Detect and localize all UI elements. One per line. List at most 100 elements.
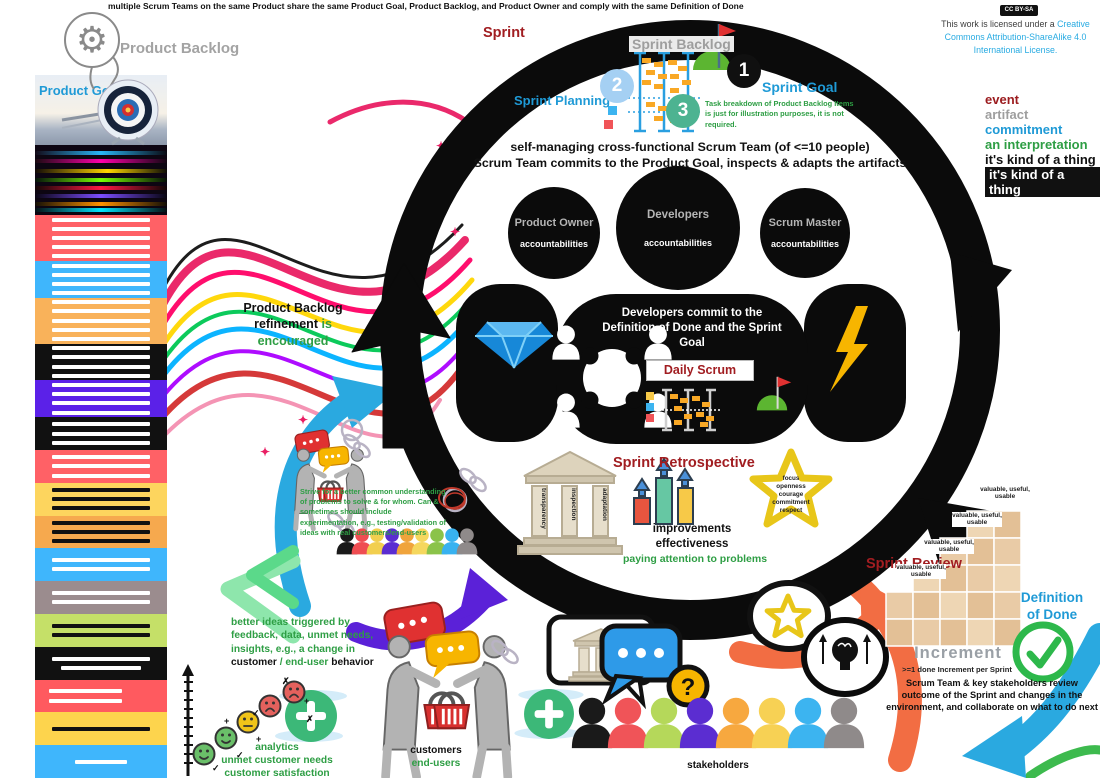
developers-commitment: Developers commit to the Definition of D…	[602, 307, 782, 349]
product-goal-target-icon	[61, 79, 159, 146]
scrum-master-circle: Scrum Master accountabilities	[760, 188, 850, 278]
gem-icon	[475, 321, 553, 369]
svg-text:+: +	[304, 696, 309, 706]
head-gear-icon: ⚙	[64, 12, 120, 91]
step-2-badge: 2	[600, 69, 634, 103]
daily-scrum-label: Daily Scrum	[646, 360, 754, 381]
legend-kind-inverse: it's kind of a thing	[985, 167, 1100, 197]
plus-icon	[275, 690, 347, 742]
right-shoulders-silhouette	[804, 284, 906, 442]
product-owner-circle: Product Owner accountabilities	[508, 187, 600, 279]
sprint-label: Sprint	[483, 25, 525, 41]
task-note: Task breakdown of Product Backlog Items …	[705, 99, 854, 129]
sprint-planning-label: Sprint Planning	[514, 93, 611, 108]
developers-circle: Developers accountabilities	[616, 166, 740, 290]
backlog-item	[35, 745, 167, 778]
backlog-item	[35, 215, 167, 261]
svg-text:✦: ✦	[450, 225, 460, 239]
daily-scrum-board	[646, 388, 722, 432]
backlog-item	[35, 712, 167, 746]
backlog-item	[35, 380, 167, 418]
pillar-labels: transparency inspection adaptation	[540, 488, 608, 529]
product-backlog-label: Product Backlog	[120, 40, 240, 57]
increment-label: Increment	[914, 644, 1002, 662]
legend-interpretation: an interpretation	[985, 137, 1088, 152]
backlog-item	[35, 449, 167, 483]
question-speech-bubble: ?	[599, 623, 710, 708]
svg-text:focus: focus	[783, 475, 800, 482]
analytics-chart-icon: ✓ ✓ + ✓ + ✗ + ✗	[182, 664, 314, 776]
svg-text:✓: ✓	[212, 763, 220, 773]
svg-text:✓: ✓	[252, 708, 260, 718]
question-mark: ?	[681, 674, 696, 701]
purple-arrowhead	[458, 568, 508, 620]
analytics-note: analytics unmet customer needs customer …	[221, 742, 333, 778]
lightning-icon	[830, 306, 868, 392]
svg-text:✗: ✗	[306, 714, 314, 724]
increment-block-label: valuable, useful, usable	[952, 512, 1002, 527]
customers-label: customers end-users	[410, 745, 462, 770]
license-prefix: This work is licensed under a	[941, 19, 1058, 29]
svg-text:commitment: commitment	[772, 499, 810, 506]
scrum-values-star: focus openness courage commitment respec…	[753, 452, 829, 524]
svg-text:inspection: inspection	[570, 488, 577, 521]
license-link[interactable]: Creative Commons Attribution-ShareAlike …	[944, 19, 1090, 55]
backlog-item	[35, 548, 167, 582]
svg-text:openness: openness	[776, 483, 806, 490]
legend: event artifact commitment an interpretat…	[985, 92, 1100, 197]
blue-arrowhead	[332, 376, 398, 428]
svg-text:adaptation: adaptation	[601, 488, 608, 521]
backlog-item	[35, 646, 167, 680]
svg-text:✓: ✓	[236, 750, 244, 760]
ring-arrowhead-right	[950, 252, 1012, 332]
svg-text:transparency: transparency	[540, 488, 547, 529]
backlog-item	[35, 260, 167, 298]
backlog-item	[35, 417, 167, 450]
svg-text:courage: courage	[779, 491, 804, 498]
backlog-item	[35, 679, 167, 713]
svg-text:✦: ✦	[260, 445, 270, 459]
refinement-note: Product Backlog refinement is encouraged	[243, 301, 343, 348]
temple-icon	[517, 450, 623, 555]
svg-text:✗: ✗	[282, 676, 290, 686]
backlog-item	[35, 297, 167, 344]
backlog-item	[35, 482, 167, 516]
sprint-backlog-label: Sprint Backlog	[629, 36, 734, 52]
scrum-team-heading: self-managing cross-functional Scrum Tea…	[473, 140, 907, 171]
legend-event: event	[985, 92, 1019, 107]
blue-arrowhead-corner	[962, 716, 1026, 778]
svg-text:+: +	[256, 734, 261, 744]
black-up-arrow	[351, 262, 451, 449]
product-goal-label: Product Goal	[39, 83, 121, 98]
increment-block-label: valuable, useful, usable	[896, 564, 946, 579]
review-outcome-note: Scrum Team & key stakeholders review out…	[886, 678, 1098, 712]
svg-text:+: +	[224, 716, 229, 726]
backlog-item	[35, 515, 167, 549]
sprint-retrospective-title: Sprint Retrospective	[613, 455, 755, 471]
retro-attention: paying attention to problems	[622, 553, 768, 565]
product-backlog-column: Product Goal	[35, 75, 167, 778]
retro-outcomes: improvements effectiveness	[652, 523, 732, 550]
strive-note: Strive for a better common understanding…	[300, 487, 446, 537]
backlog-item	[35, 614, 167, 647]
daily-goal-flag-icon	[756, 376, 792, 411]
team-meeting-icon	[552, 325, 672, 428]
orange-arrowhead	[860, 580, 908, 638]
backlog-item	[35, 343, 167, 381]
svg-text:⚙: ⚙	[76, 19, 108, 60]
svg-text:✦: ✦	[298, 413, 308, 427]
idea-speech-bubble	[801, 617, 889, 697]
increment-block-label: valuable, useful, usable	[924, 539, 974, 554]
better-ideas-note: better ideas triggered by feedback, data…	[231, 617, 374, 668]
stakeholders-label: stakeholders	[687, 760, 749, 771]
definition-of-done-label: Definition of Done	[1020, 590, 1084, 622]
done-check-icon	[1012, 621, 1074, 683]
speed-streaks	[35, 145, 167, 215]
improvement-chart-icon	[633, 457, 694, 525]
top-note: multiple Scrum Teams on the same Product…	[108, 1, 744, 11]
plus-icon	[514, 689, 584, 739]
cc-badge[interactable]: CC BY-SA	[1000, 5, 1038, 16]
green-chevrons-icon	[220, 545, 301, 644]
increment-block-label: valuable, useful, usable	[980, 486, 1030, 501]
